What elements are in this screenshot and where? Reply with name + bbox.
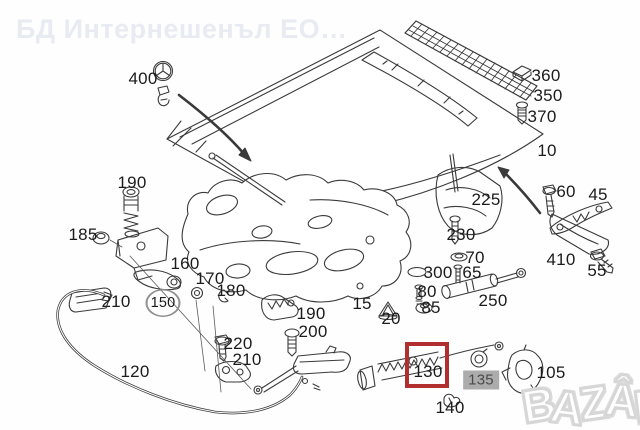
part-label-370: 370	[527, 107, 557, 126]
gas-strut-250-icon	[441, 267, 527, 299]
part-label-70: 70	[465, 248, 485, 267]
pin-65-icon	[453, 264, 463, 284]
bolt-55-icon	[589, 248, 614, 274]
part-label-210a: 210	[101, 292, 131, 311]
hinge-45-icon	[549, 201, 613, 235]
part-label-220: 220	[223, 334, 253, 353]
part-label-230: 230	[446, 225, 476, 244]
bazar-logo-watermark: BAZÂR	[517, 372, 640, 430]
part-label-15: 15	[352, 294, 372, 313]
seller-watermark: БД Интернешенъл ЕО…	[16, 14, 348, 44]
part-label-210b: 210	[232, 350, 262, 369]
part-label-300: 300	[423, 263, 453, 282]
grommet-185-icon	[92, 231, 110, 245]
part-label-225: 225	[471, 190, 501, 209]
screw-230-icon	[449, 215, 461, 245]
screw-370-icon	[515, 101, 529, 125]
cable-bracket-assembly	[253, 345, 351, 395]
lock-cylinder-190-icon	[122, 186, 140, 238]
clip-180-icon	[218, 289, 229, 303]
washer-170-icon	[190, 286, 204, 300]
release-cable-120	[56, 289, 304, 415]
part-label-10: 10	[537, 141, 557, 160]
part-label-190a: 190	[117, 173, 147, 192]
bracket-190b-icon	[261, 294, 299, 321]
part-label-85: 85	[421, 298, 441, 317]
part-label-55: 55	[587, 261, 607, 280]
lock-105-icon	[501, 344, 544, 394]
part-label-150: 150	[145, 289, 181, 317]
latch-bracket-150-icon	[115, 227, 182, 291]
release-handle-210-icon	[68, 287, 113, 313]
hood-inner-panel	[181, 152, 412, 303]
part-label-185: 185	[68, 225, 98, 244]
clip-140-icon	[443, 393, 461, 408]
screw-220-icon	[214, 334, 231, 362]
hood-star-emblem	[152, 60, 174, 107]
bolt-60-icon	[542, 184, 557, 218]
part-label-130: 130	[413, 362, 443, 381]
part-label-20: 20	[381, 309, 401, 328]
part-label-160: 160	[170, 254, 200, 273]
cowl-grille	[404, 20, 538, 101]
insulation-225-icon	[435, 153, 503, 236]
part-label-120: 120	[120, 362, 150, 381]
part-label-190b: 190	[296, 304, 326, 323]
seal-300-icon	[407, 266, 427, 278]
clip-360-icon	[512, 65, 532, 82]
screw-200-icon	[284, 328, 300, 357]
bracket-210b-icon	[214, 360, 251, 383]
part-label-410: 410	[546, 250, 576, 269]
hinge-cover-410-icon	[549, 213, 610, 255]
part-label-140: 140	[435, 398, 465, 417]
part-label-350: 350	[533, 86, 563, 105]
part-label-180: 180	[216, 281, 246, 300]
part-label-250: 250	[478, 291, 508, 310]
part-label-45: 45	[588, 185, 608, 204]
pointer-arrows	[177, 93, 542, 215]
part-label-105: 105	[536, 363, 566, 382]
grommet-70-icon	[450, 252, 468, 262]
part-label-135: 135	[463, 370, 499, 390]
part-label-80: 80	[417, 282, 437, 301]
cable-130-icon	[357, 341, 504, 391]
part-label-360: 360	[531, 66, 561, 85]
part-label-60: 60	[556, 182, 576, 201]
part-label-400: 400	[128, 69, 158, 88]
grommet-135-icon	[470, 348, 488, 368]
part-label-65: 65	[462, 263, 482, 282]
cone-20-icon	[378, 301, 398, 321]
part-label-170: 170	[195, 269, 225, 288]
grommet-85-icon	[415, 302, 433, 314]
leader-lines	[109, 239, 252, 393]
part-label-200: 200	[298, 322, 328, 341]
highlight-box-130	[405, 342, 449, 388]
